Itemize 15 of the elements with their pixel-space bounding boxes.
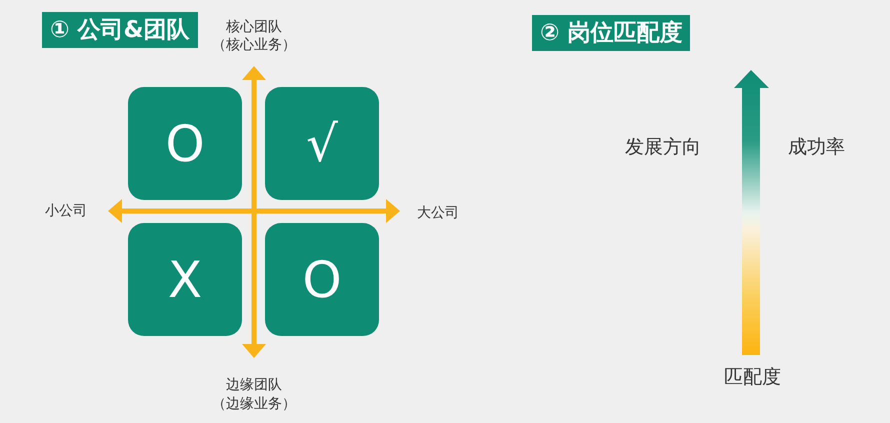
arrow-label: 成功率 — [788, 136, 845, 159]
quadrant-tile: O — [265, 223, 379, 336]
quadrant-tile: O — [128, 87, 242, 200]
quadrant-tile: X — [128, 223, 242, 336]
axis-label: 大公司 — [417, 205, 459, 222]
axis-label: 边缘团队 — [226, 377, 282, 394]
axis-label: 核心团队 — [226, 19, 282, 36]
section-heading: ① 公司&团队 — [42, 12, 198, 48]
arrow-label: 发展方向 — [625, 136, 701, 159]
arrow-label: 匹配度 — [724, 366, 781, 389]
axis-label: （核心业务） — [212, 37, 296, 54]
axis-label: 小公司 — [45, 203, 87, 220]
section-heading: ② 岗位匹配度 — [532, 15, 690, 51]
axis-label: （边缘业务） — [212, 396, 296, 413]
quadrant-tile: √ — [265, 87, 379, 200]
